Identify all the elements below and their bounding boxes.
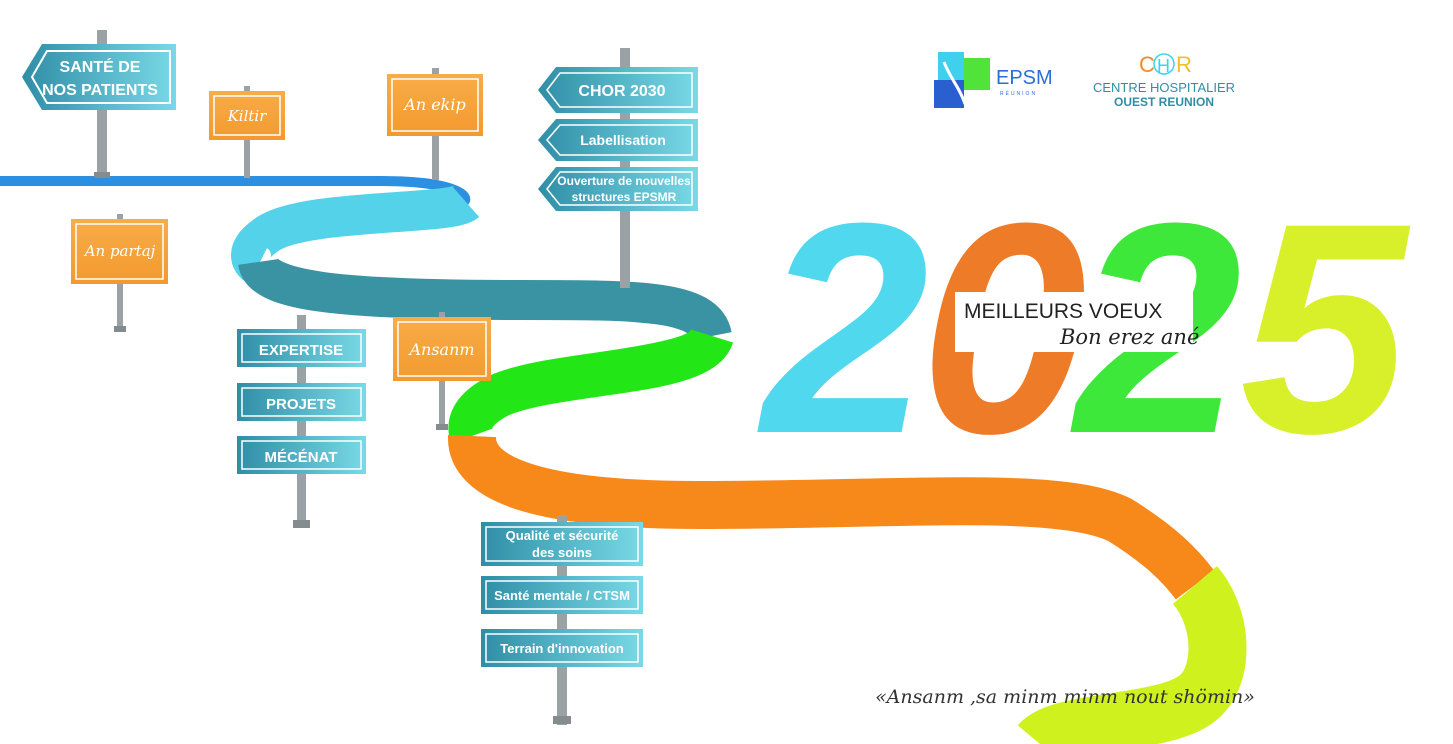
- sign-qualite-line2: des soins: [532, 545, 592, 560]
- epsm-logo-sub: RÉUNION: [1000, 90, 1037, 97]
- epsm-logo-name: EPSM: [996, 67, 1053, 89]
- greeting-subtitle: Bon erez ané: [1059, 325, 1199, 349]
- epsm-emblem-icon: [942, 61, 967, 105]
- sign-an-partaj: An partaj: [71, 219, 168, 284]
- road-segment-green: [448, 325, 734, 444]
- sign-expertise: EXPERTISE: [237, 329, 366, 367]
- sign-chor-2030: CHOR 2030: [538, 67, 698, 113]
- sign-sante-line1: SANTÉ DE: [60, 57, 141, 76]
- chor-logo: C H R CENTRE HOSPITALIER OUEST REUNION: [1093, 52, 1235, 109]
- sign-ouverture-structures: Ouverture de nouvelles structures EPSMR: [538, 167, 698, 211]
- sign-projets-label: PROJETS: [266, 396, 336, 413]
- chor-logo-ring-icon: [1153, 53, 1175, 75]
- chor-logo-line1: CENTRE HOSPITALIER: [1093, 80, 1235, 95]
- sign-terrain-label: Terrain d'innovation: [500, 641, 624, 656]
- chor-logo-letter-h: H: [1157, 56, 1170, 76]
- sign-sante-mentale: Santé mentale / CTSM: [481, 576, 643, 614]
- sign-labellisation-label: Labellisation: [580, 132, 666, 148]
- road-segment-teal: [238, 256, 732, 343]
- sign-sante-mentale-label: Santé mentale / CTSM: [494, 588, 630, 603]
- greeting-band: MEILLEURS VOEUX Bon erez ané: [955, 292, 1199, 352]
- sign-sante-patients: SANTÉ DE NOS PATIENTS: [22, 44, 176, 110]
- chor-logo-letter-r: R: [1176, 52, 1192, 77]
- year-digit-5: 5: [1240, 160, 1413, 496]
- sign-mecenat-label: MÉCÉNAT: [264, 449, 337, 466]
- sign-kiltir-label: Kiltir: [227, 107, 268, 125]
- sign-ansanm: Ansanm: [393, 317, 491, 381]
- chor-logo-letter-c: C: [1139, 52, 1155, 77]
- sign-an-partaj-label: An partaj: [83, 242, 156, 260]
- sign-terrain-innovation: Terrain d'innovation: [481, 629, 643, 667]
- sign-ouverture-line1: Ouverture de nouvelles: [557, 174, 691, 188]
- sign-chor-2030-label: CHOR 2030: [578, 83, 665, 100]
- greeting-title: MEILLEURS VOEUX: [964, 300, 1162, 323]
- sign-sante-line2: NOS PATIENTS: [42, 82, 158, 99]
- sign-expertise-label: EXPERTISE: [259, 342, 343, 359]
- sign-an-ekip: An ekip: [387, 74, 483, 136]
- road-segment-cyan: [231, 184, 480, 284]
- chor-logo-line2: OUEST REUNION: [1114, 95, 1214, 109]
- sign-qualite-line1: Qualité et sécurité: [506, 528, 619, 543]
- year-2025: 2 0 2 5: [757, 160, 1413, 496]
- winding-road: [0, 176, 1247, 744]
- road-segment-orange: [448, 434, 1215, 600]
- epsm-logo: EPSM RÉUNION: [934, 52, 1053, 108]
- sign-kiltir: Kiltir: [209, 91, 285, 140]
- sign-ansanm-label: Ansanm: [407, 340, 474, 359]
- motto-text: «Ansanm ,sa minm minm nout shömin»: [875, 686, 1255, 708]
- sign-an-ekip-label: An ekip: [402, 95, 465, 114]
- sign-projets: PROJETS: [237, 383, 366, 421]
- sign-mecenat: MÉCÉNAT: [237, 436, 366, 474]
- sign-qualite-securite: Qualité et sécurité des soins: [481, 522, 643, 566]
- year-digit-2a: 2: [757, 160, 929, 496]
- sign-labellisation: Labellisation: [538, 119, 698, 161]
- road-segment-lime: [1017, 566, 1247, 744]
- sign-ouverture-line2: structures EPSMR: [572, 190, 677, 204]
